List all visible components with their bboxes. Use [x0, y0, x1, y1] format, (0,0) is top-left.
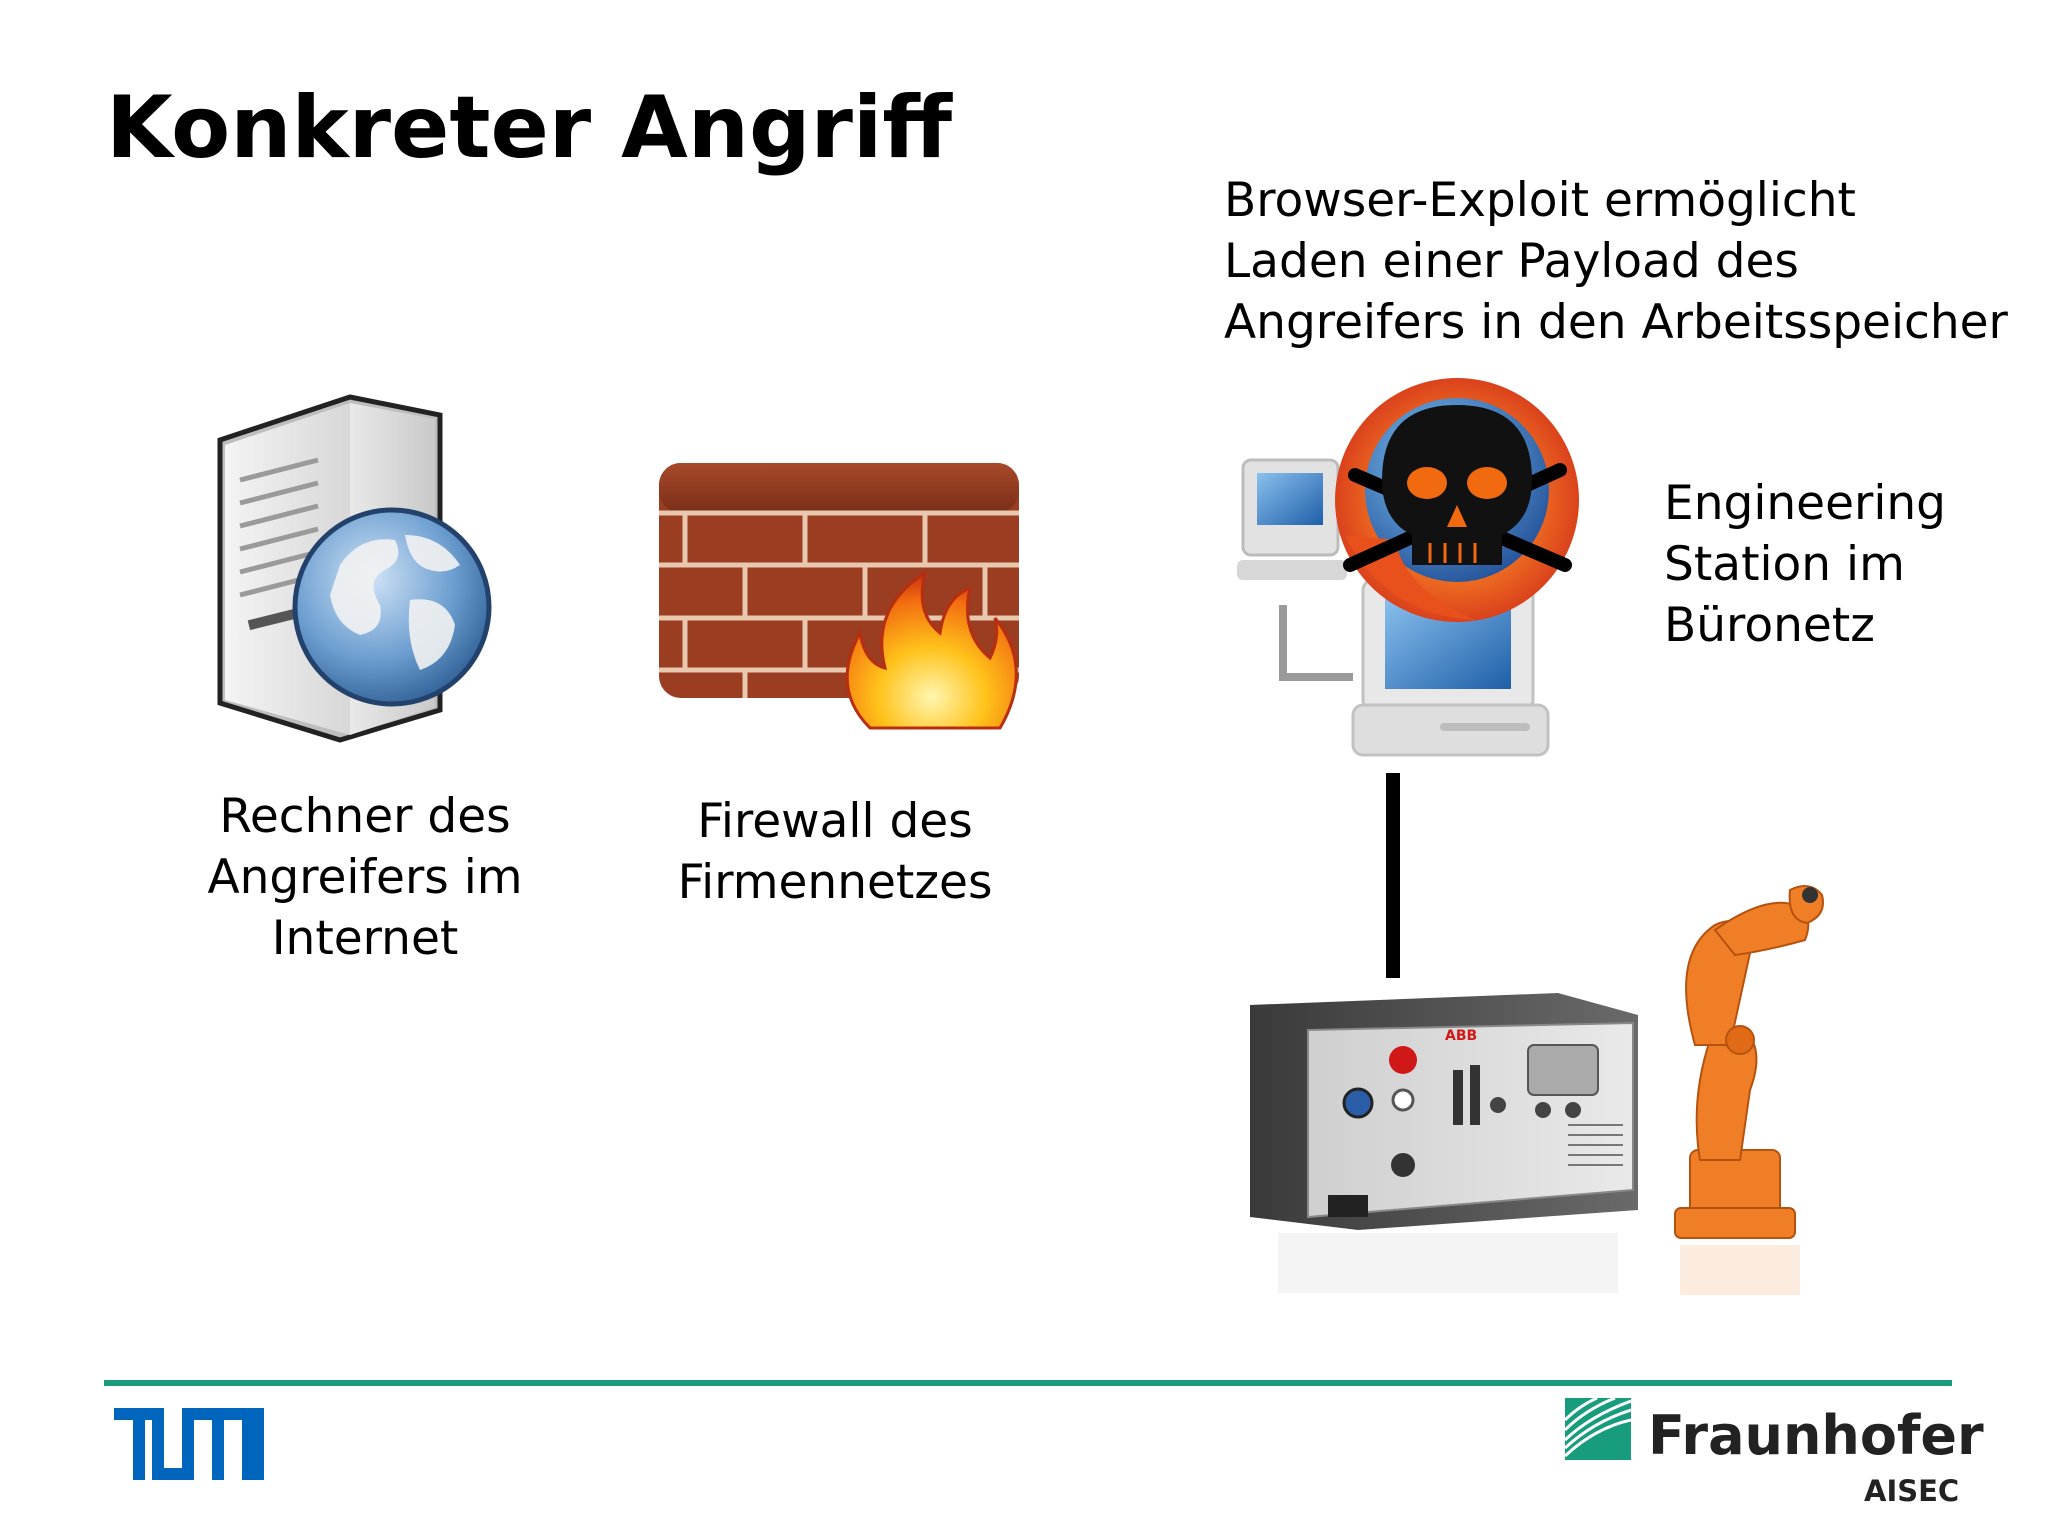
abb-logo-text: ABB: [1445, 1028, 1477, 1044]
aisec-logo-text: AISEC: [1864, 1474, 1960, 1508]
label-line: Firewall des: [697, 794, 973, 849]
slide-title: Konkreter Angriff: [106, 78, 953, 178]
label-line: Internet: [271, 911, 459, 966]
callout-line: Browser-Exploit ermöglicht: [1224, 173, 1856, 228]
workstation-icon: [1237, 378, 1579, 757]
firewall-icon: [659, 463, 1019, 730]
label-line: Station im: [1664, 537, 1905, 592]
robot-controller-icon: ABB: [1250, 993, 1638, 1293]
label-line: Engineering: [1664, 476, 1946, 531]
network-connection-line: [1386, 773, 1400, 978]
label-line: Büronetz: [1664, 598, 1875, 653]
callout-line: Angreifers in den Arbeitsspeicher: [1224, 295, 2008, 350]
tum-logo: [114, 1408, 264, 1480]
label-line: Rechner des: [219, 789, 511, 844]
fraunhofer-logo-text: Fraunhofer: [1648, 1404, 1984, 1467]
fraunhofer-logo-mark: [1565, 1398, 1631, 1460]
label-line: Angreifers im: [207, 850, 523, 905]
firewall-label: Firewall des Firmennetzes: [655, 791, 1015, 913]
callout-line: Laden einer Payload des: [1224, 234, 1799, 289]
label-line: Firmennetzes: [677, 855, 993, 910]
exploit-callout: Browser-Exploit ermöglicht Laden einer P…: [1224, 170, 2008, 353]
skull-firefox-icon: [1335, 378, 1579, 622]
server-globe-icon: [217, 394, 492, 743]
engineering-station-label: Engineering Station im Büronetz: [1664, 473, 1946, 656]
attacker-label: Rechner des Angreifers im Internet: [180, 786, 550, 969]
footer-divider: [104, 1380, 1952, 1386]
robot-arm-icon: [1674, 885, 1824, 1295]
